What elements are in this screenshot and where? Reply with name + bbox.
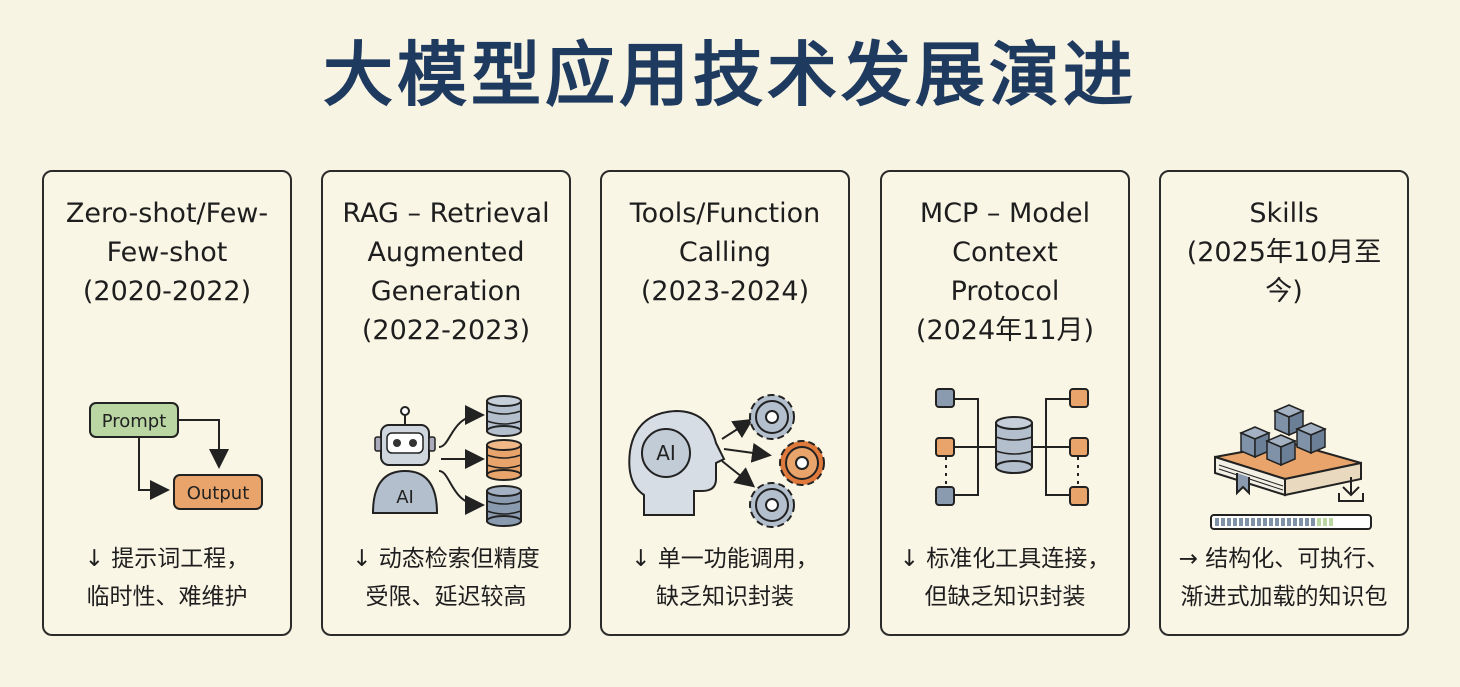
stage-title: MCP – Model Context Protocol (2024年11月) <box>915 198 1095 346</box>
stage-title: Skills (2025年10月至今) <box>1186 198 1382 307</box>
cube-icon <box>1273 404 1305 437</box>
head-label: AI <box>656 441 676 465</box>
database-icon <box>486 439 522 481</box>
stage-card-rag: RAG – Retrieval Augmented Generation (20… <box>321 170 571 636</box>
progress-segment <box>1245 518 1249 526</box>
progress-segment <box>1317 518 1321 526</box>
head-icon: AI <box>628 409 726 516</box>
output-label: Output <box>187 483 250 504</box>
gear-icon <box>779 440 825 486</box>
robot-database-icon: AI <box>371 395 522 527</box>
stage-description: ↓ 提示词工程， 临时性、难维护 <box>84 546 250 610</box>
stage-description: ↓ 动态检索但精度 受限、延迟较高 <box>352 546 540 610</box>
progress-segment <box>1251 518 1255 526</box>
progress-segment <box>1233 518 1237 526</box>
stage-description: ↓ 单一功能调用， 缺乏知识封装 <box>631 546 819 610</box>
prompt-label: Prompt <box>102 411 167 432</box>
progress-segment <box>1239 518 1243 526</box>
output-box <box>173 474 263 510</box>
database-icon <box>486 395 522 437</box>
stage-title: RAG – Retrieval Augmented Generation (20… <box>342 198 550 346</box>
stage-card-mcp: MCP – Model Context Protocol (2024年11月) … <box>880 170 1130 636</box>
progress-segment <box>1329 518 1333 526</box>
progress-segment <box>1221 518 1225 526</box>
progress-segment <box>1281 518 1285 526</box>
hub-network-icon <box>935 388 1089 506</box>
progress-bar <box>1210 514 1372 530</box>
progress-segment <box>1227 518 1231 526</box>
ai-head-gears-icon: AI <box>628 394 825 528</box>
node <box>935 388 955 408</box>
prompt-flow-icon: Prompt Output <box>89 402 263 510</box>
progress-segment <box>1257 518 1261 526</box>
node <box>1069 486 1089 506</box>
node <box>935 437 955 457</box>
cube-icon <box>1265 434 1297 467</box>
page-title: 大模型应用技术发展演进 <box>323 34 1137 116</box>
stage-card-zero-few-shot: Zero-shot/Few- Few-shot (2020-2022) Prom… <box>42 170 292 636</box>
book-cubes-icon <box>1210 404 1372 530</box>
node <box>1069 437 1089 457</box>
cube-icon <box>1295 422 1327 455</box>
stage-title: Zero-shot/Few- Few-shot (2020-2022) <box>65 198 269 307</box>
stage-card-skills: Skills (2025年10月至今) <box>1159 170 1409 636</box>
node <box>935 486 955 506</box>
progress-segment <box>1269 518 1273 526</box>
stage-card-tools: Tools/Function Calling (2023-2024) AI <box>600 170 850 636</box>
stage-title: Tools/Function Calling (2023-2024) <box>629 198 821 307</box>
robot-label: AI <box>396 487 414 508</box>
stage-description: ↓ 标准化工具连接， 但缺乏知识封装 <box>899 546 1111 610</box>
download-icon <box>1338 477 1364 502</box>
node <box>1069 388 1089 408</box>
database-icon <box>995 416 1033 474</box>
database-icon <box>486 485 522 527</box>
progress-segment <box>1323 518 1327 526</box>
robot-icon: AI <box>371 406 439 514</box>
progress-segment <box>1299 518 1303 526</box>
gear-icon <box>749 394 795 440</box>
progress-segment <box>1311 518 1315 526</box>
progress-segment <box>1275 518 1279 526</box>
cube-icon <box>1239 426 1271 459</box>
progress-segment <box>1215 518 1219 526</box>
progress-segment <box>1263 518 1267 526</box>
progress-segment <box>1293 518 1297 526</box>
progress-segment <box>1287 518 1291 526</box>
gear-icon <box>749 482 795 528</box>
progress-segment <box>1305 518 1309 526</box>
stage-description: → 结构化、可执行、 渐进式加载的知识包 <box>1178 546 1390 610</box>
